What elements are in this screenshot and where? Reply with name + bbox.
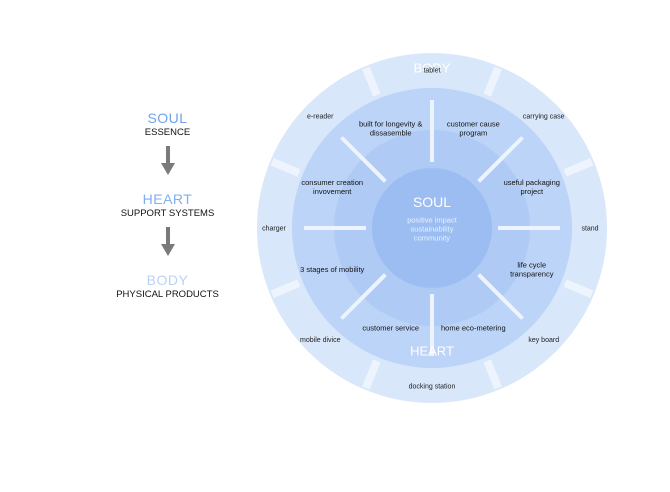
outer-item-label: e-reader — [307, 114, 334, 121]
arrow-down-icon — [160, 146, 175, 181]
legend-heart-subtitle: SUPPORT SYSTEMS — [120, 208, 215, 219]
outer-divider — [563, 158, 594, 177]
outer-divider — [362, 359, 381, 390]
legend-soul-title: SOUL — [147, 110, 188, 126]
core-circle — [372, 168, 492, 288]
outer-divider — [483, 66, 502, 97]
outer-item-label: tablet — [423, 67, 440, 74]
legend-heart: HEART SUPPORT SYSTEMS — [100, 191, 235, 219]
outer-item-label: docking station — [409, 383, 456, 390]
outer-item-label: stand — [581, 225, 598, 232]
outer-item-label: key board — [528, 337, 559, 344]
middle-item-label: 3 stages of mobility — [300, 265, 364, 274]
body-ring-title: BODY — [414, 61, 451, 76]
middle-divider — [477, 273, 524, 320]
outer-divider — [270, 279, 301, 298]
legend: SOUL ESSENCE HEART SUPPORT SYSTEMS BODY … — [100, 110, 235, 300]
outer-item-label: carrying case — [523, 114, 565, 121]
middle-item-label: customer service — [362, 323, 419, 332]
middle-divider — [340, 273, 387, 320]
middle-divider — [477, 136, 524, 183]
outer-divider — [362, 66, 381, 97]
outer-item-label: charger — [262, 225, 286, 232]
legend-soul-subtitle: ESSENCE — [144, 127, 191, 138]
middle-item-label: home eco-metering — [441, 323, 506, 332]
outer-divider — [270, 158, 301, 177]
legend-heart-title: HEART — [142, 191, 193, 207]
legend-body: BODY PHYSICAL PRODUCTS — [100, 272, 235, 300]
legend-body-title: BODY — [146, 272, 189, 288]
middle-divider — [340, 136, 387, 183]
outer-item-label: mobile divice — [300, 337, 341, 344]
heart-ring-title: HEART — [410, 344, 454, 359]
outer-divider — [483, 359, 502, 390]
legend-soul: SOUL ESSENCE — [100, 110, 235, 138]
outer-divider — [563, 279, 594, 298]
middle-item-label: built for longevity &dissasemble — [359, 119, 422, 137]
legend-body-subtitle: PHYSICAL PRODUCTS — [116, 289, 219, 300]
arrow-down-icon — [160, 227, 175, 262]
core-title: SOUL — [413, 194, 451, 210]
